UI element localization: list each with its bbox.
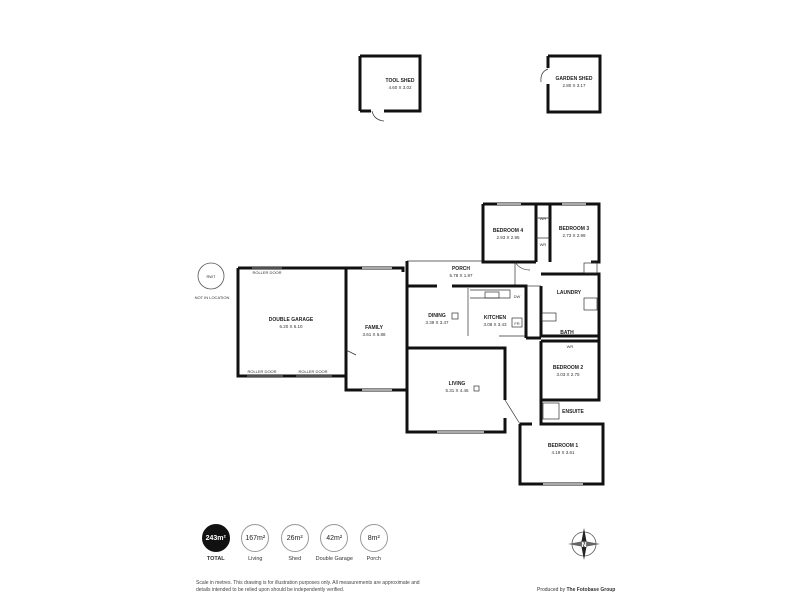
disclaimer-text: Scale in metres. This drawing is for ill…	[196, 580, 420, 593]
stat-living: 167m² Living	[236, 524, 276, 574]
bedroom4-name: BEDROOM 4	[493, 228, 524, 234]
kitchen-dw-label: DW	[514, 294, 521, 299]
stat-porch-value: 8m²	[359, 524, 388, 552]
stat-garage-value: 42m²	[320, 524, 349, 552]
bedrooms-north: WR WR BEDROOM 4 2.93 X 2.95 BEDROOM 3 2.…	[481, 202, 601, 264]
dining-name: DINING	[428, 313, 446, 319]
family-room: FAMILY 3.61 X 6.88	[344, 266, 407, 392]
stat-total-value: 243m²	[201, 524, 230, 552]
laundry-name: LAUNDRY	[557, 290, 582, 296]
tool-shed: TOOL SHED 4.60 X 3.02	[358, 54, 422, 122]
family-dims: 3.61 X 6.88	[362, 332, 386, 337]
stat-shed: 26m² Shed	[275, 524, 315, 574]
stat-living-label: Living	[248, 556, 263, 562]
stat-total: 243m² TOTAL	[196, 524, 236, 574]
bedroom1-dims: 4.19 X 3.61	[551, 450, 575, 455]
bedroom2-name: BEDROOM 2	[553, 365, 584, 371]
compass-icon: N	[568, 528, 600, 560]
credit-name: The Fotobase Group	[566, 587, 616, 593]
garden-shed-name: GARDEN SHED	[556, 76, 593, 82]
roller-door-right-label: ROLLER DOOR	[298, 369, 327, 374]
double-garage: ROLLER DOOR ROLLER DOOR ROLLER DOOR DOUB…	[236, 266, 348, 378]
stat-total-label: TOTAL	[206, 556, 225, 562]
credit-prefix: Produced by	[537, 587, 566, 593]
hallway	[504, 260, 541, 425]
bedroom3-name: BEDROOM 3	[559, 226, 590, 232]
stat-shed-value: 26m²	[280, 524, 309, 552]
not-in-location-label: NOT IN LOCATION	[195, 295, 230, 300]
porch: PORCH 5.78 X 1.97	[405, 260, 516, 286]
living-room: LIVING 5.31 X 4.46	[405, 346, 507, 434]
kitchen-name: KITCHEN	[484, 315, 507, 321]
dining-dims: 3.39 X 3.47	[425, 320, 449, 325]
wir2-label: WR	[540, 242, 547, 247]
roller-door-left-label: ROLLER DOOR	[247, 369, 276, 374]
wir-label: WR	[540, 216, 547, 221]
bedroom1: BEDROOM 1 4.19 X 3.61	[518, 422, 605, 486]
tool-shed-dims: 4.60 X 3.02	[388, 85, 412, 90]
laundry-bath: LAUNDRY BATH	[539, 262, 601, 341]
stat-porch: 8m² Porch	[354, 524, 394, 574]
roller-door-top-label: ROLLER DOOR	[252, 270, 281, 275]
stat-living-value: 167m²	[241, 524, 270, 552]
family-name: FAMILY	[365, 325, 384, 331]
wir3-label: WR	[567, 344, 574, 349]
bedroom4-dims: 2.93 X 2.95	[496, 235, 520, 240]
compass-north-letter: N	[581, 542, 586, 549]
bedroom3-dims: 2.73 X 2.99	[562, 233, 586, 238]
stat-garage-label: Double Garage	[315, 556, 353, 562]
ensuite-name: ENSUITE	[562, 409, 584, 415]
bedroom2-dims: 3.03 X 2.75	[556, 372, 580, 377]
bedroom2: WR BEDROOM 2 3.03 X 2.75	[539, 339, 601, 402]
porch-name: PORCH	[452, 266, 470, 272]
garden-shed-dims: 2.80 X 3.17	[562, 83, 586, 88]
dining-kitchen: DINING 3.39 X 3.47 KITCHEN 3.08 X 3.43 D…	[405, 284, 528, 350]
rainwater-tank: RWT NOT IN LOCATION	[195, 262, 230, 300]
area-summary: 243m² TOTAL 167m² Living 26m² Shed 42m² …	[196, 524, 394, 574]
ensuite: ENSUITE	[539, 400, 599, 426]
rwt-label: RWT	[206, 274, 216, 279]
double-garage-name: DOUBLE GARAGE	[269, 317, 314, 323]
living-dims: 5.31 X 4.46	[445, 388, 469, 393]
kitchen-fr-label: FR	[514, 321, 519, 326]
tool-shed-name: TOOL SHED	[386, 78, 415, 84]
stat-porch-label: Porch	[366, 556, 381, 562]
kitchen-dims: 3.08 X 3.43	[483, 322, 507, 327]
garden-shed: GARDEN SHED 2.80 X 3.17	[540, 54, 602, 114]
stat-shed-label: Shed	[288, 556, 302, 562]
double-garage-dims: 6.20 X 6.10	[279, 324, 303, 329]
credit-text: Produced by The Fotobase Group	[537, 587, 615, 593]
stat-garage: 42m² Double Garage	[315, 524, 355, 574]
bedroom1-name: BEDROOM 1	[548, 443, 579, 449]
bath-name: BATH	[560, 330, 574, 336]
porch-dims: 5.78 X 1.97	[449, 273, 473, 278]
living-name: LIVING	[449, 381, 466, 387]
